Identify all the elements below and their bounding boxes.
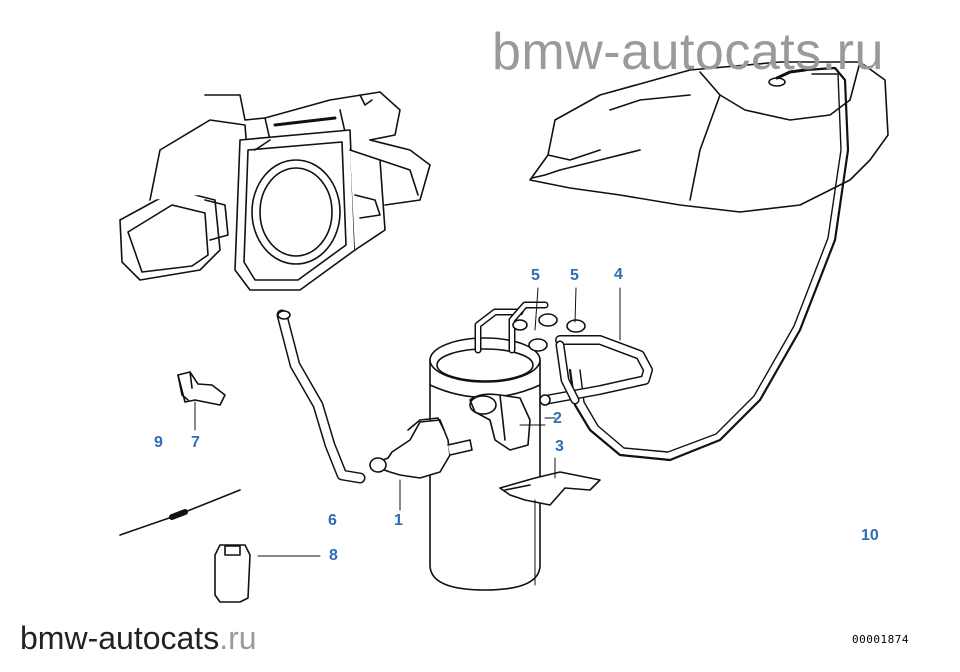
vent-hose-10-illustration — [568, 66, 850, 462]
holder-2-illustration — [469, 393, 531, 451]
callout-6[interactable]: 6 — [328, 512, 337, 529]
callout-3[interactable]: 3 — [555, 438, 564, 455]
air-intake-housing-illustration — [529, 61, 889, 213]
callout-2[interactable]: 2 — [553, 410, 562, 427]
connector-8-illustration — [214, 544, 251, 603]
hose-4-illustration — [539, 335, 653, 406]
bracket-3-illustration — [499, 471, 601, 506]
solenoid-valve-1-illustration — [369, 417, 473, 479]
callout-4[interactable]: 4 — [614, 266, 623, 283]
watermark-bottom-tld: .ru — [219, 620, 257, 656]
callout-5-right[interactable]: 5 — [570, 267, 579, 284]
clip-7-illustration — [177, 371, 226, 406]
throttle-body-illustration — [119, 91, 431, 291]
callout-1[interactable]: 1 — [394, 512, 403, 529]
callout-7[interactable]: 7 — [191, 434, 200, 451]
callout-9[interactable]: 9 — [154, 434, 163, 451]
diagram-code: 00001874 — [852, 633, 909, 646]
hose-6-illustration — [276, 309, 366, 484]
leader-lines — [194, 287, 621, 586]
callout-8[interactable]: 8 — [329, 547, 338, 564]
resistor-wire-illustration — [119, 489, 241, 536]
callout-10[interactable]: 10 — [861, 527, 879, 544]
watermark-bottom: bmw-autocats.ru — [20, 618, 257, 658]
watermark-top: bmw-autocats.ru — [492, 23, 884, 81]
watermark-bottom-main: bmw-autocats — [20, 620, 220, 656]
callout-5-left[interactable]: 5 — [531, 267, 540, 284]
